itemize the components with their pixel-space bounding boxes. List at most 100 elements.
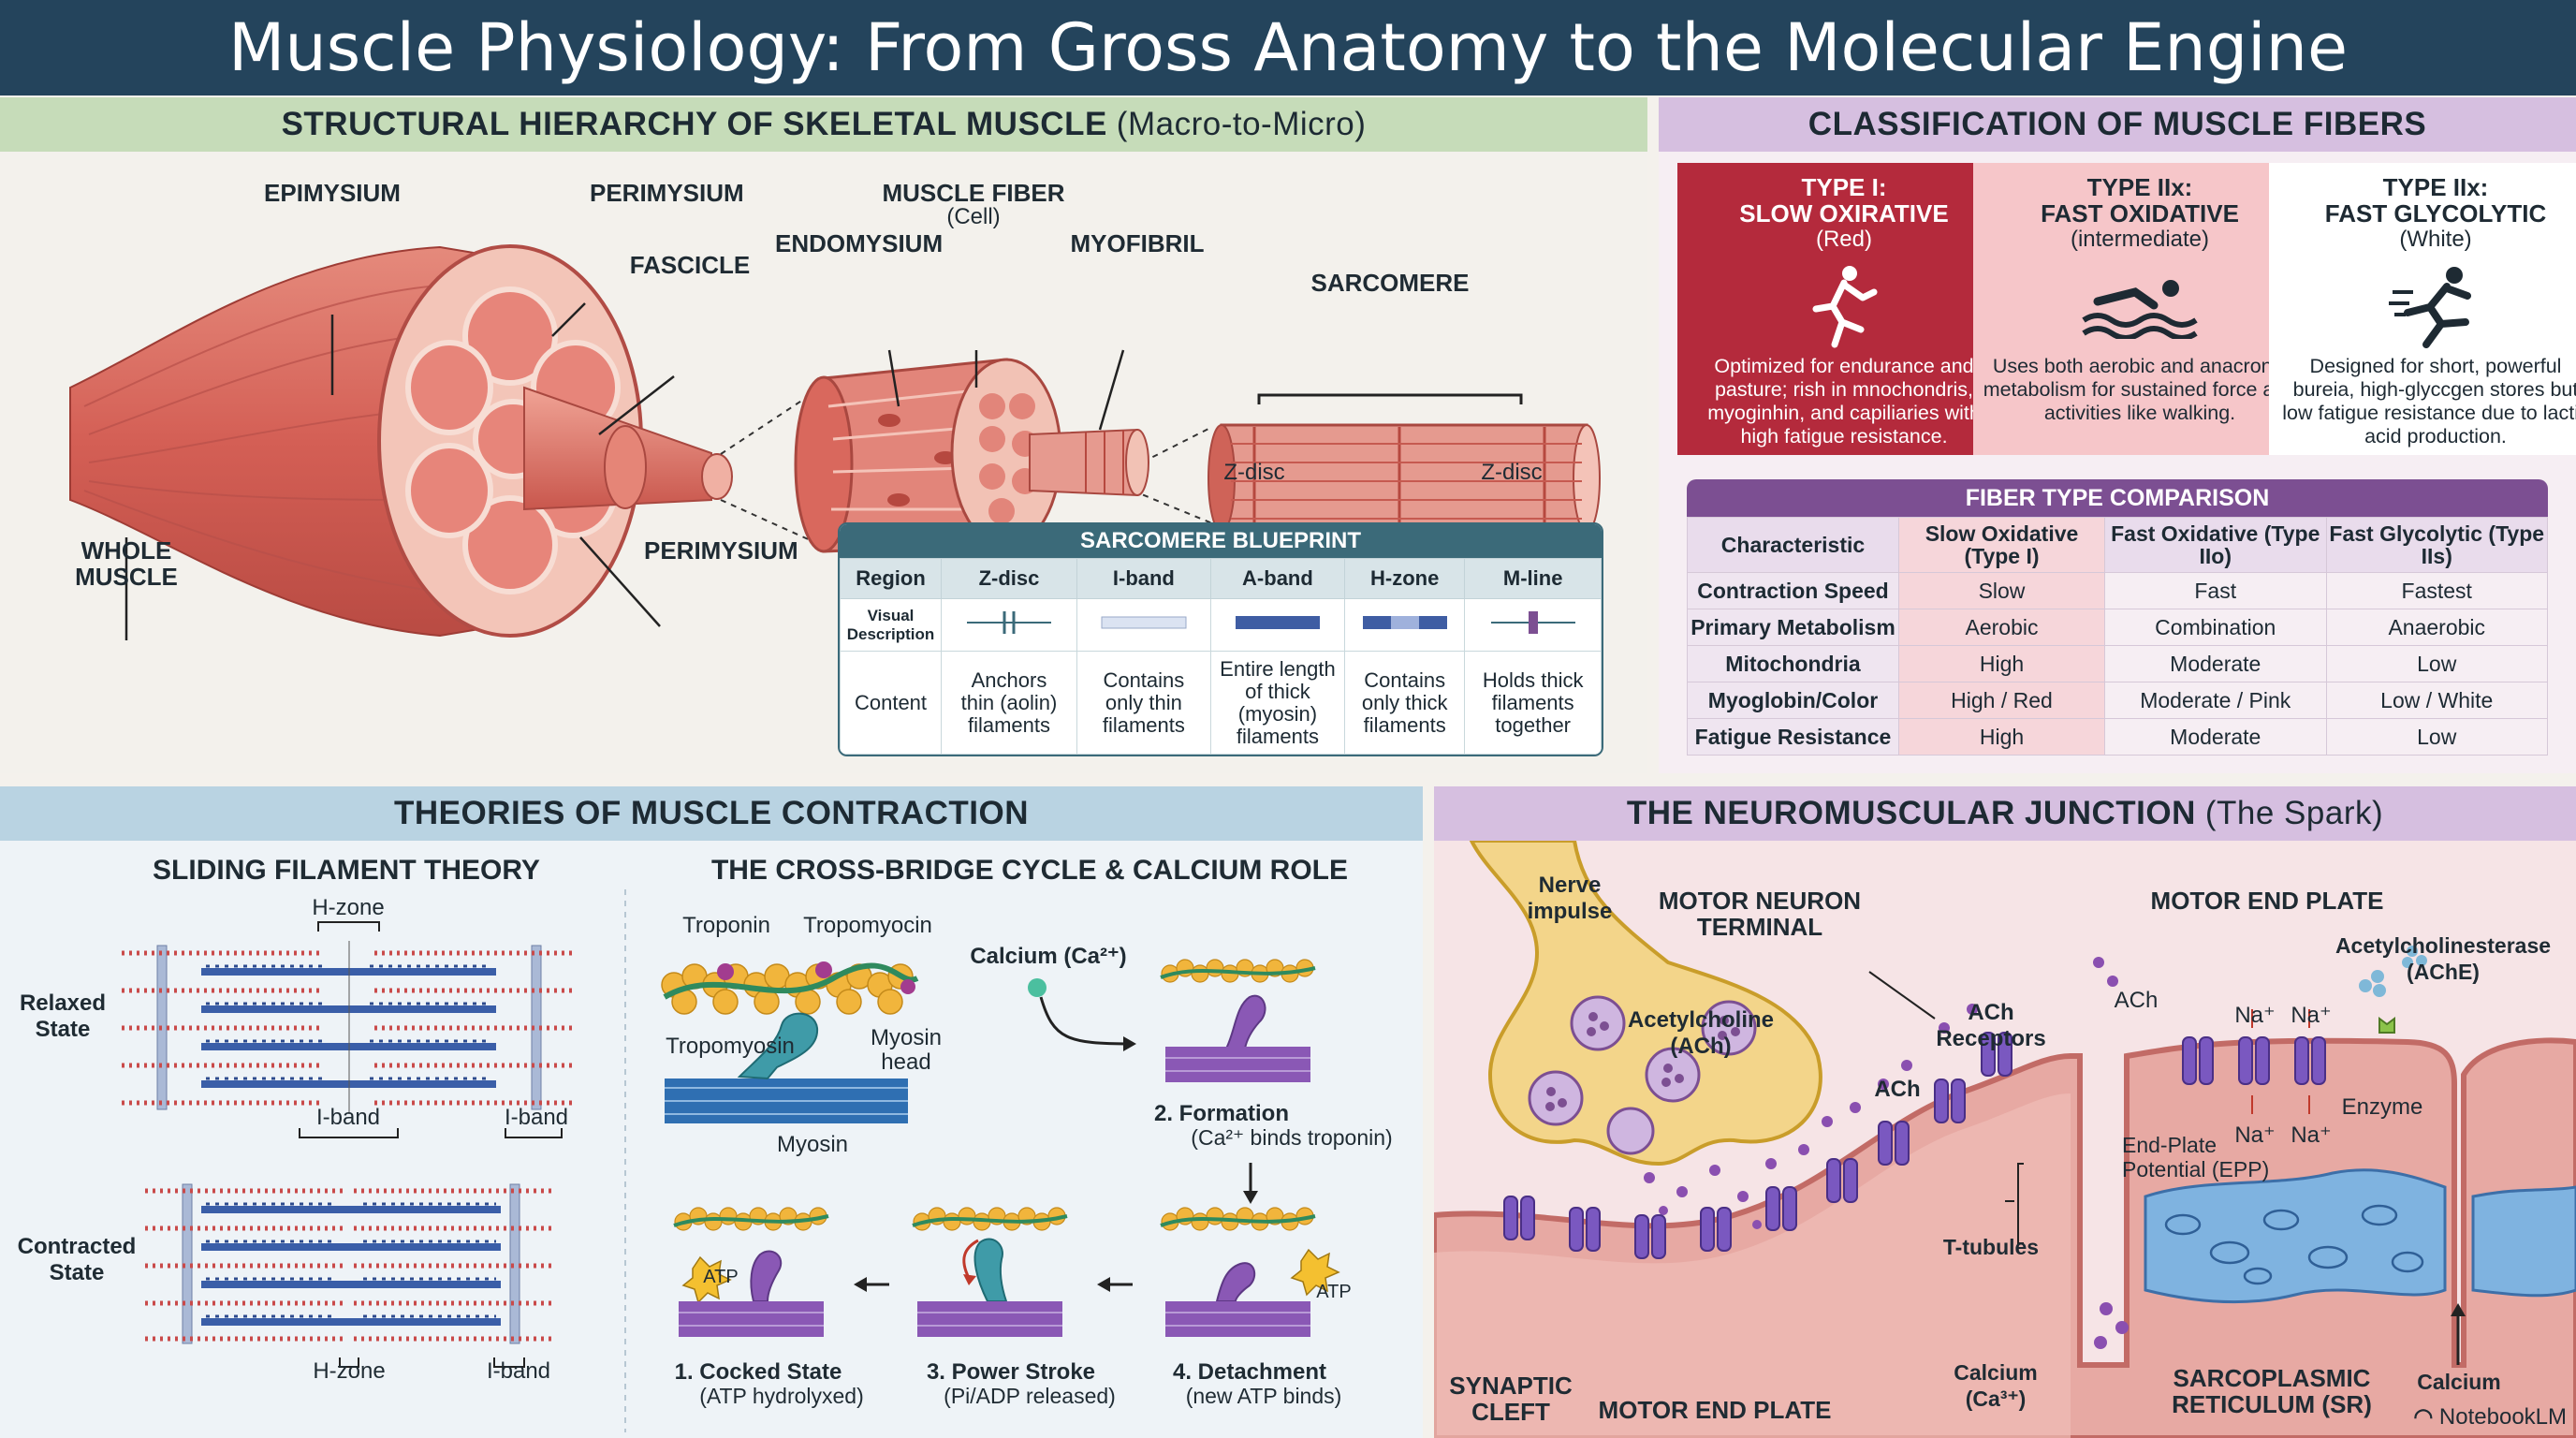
t-tubules-label: T-tubules: [1942, 1235, 2040, 1259]
acetylcholinesterase-label: Acetylcholinesterase (AChE): [2334, 933, 2552, 984]
ach-molecules: [1644, 957, 2118, 1229]
troponin-label: Troponin: [682, 913, 770, 938]
classification-panel: CLASSIFICATION OF MUSCLE FIBERS TYPE I: …: [1659, 97, 2576, 773]
blueprint-content-cell: Entire length of thick (myosin) filament…: [1209, 651, 1346, 755]
step-detachment-sub: (new ATP binds): [1185, 1384, 1342, 1408]
atp-label-cocked: ATP: [703, 1267, 739, 1287]
comparison-header-row: Characteristic Slow Oxidative (Type I) F…: [1687, 517, 2548, 573]
step-formation: [1160, 959, 1316, 1082]
sliding-filament-illustration: [122, 889, 626, 1432]
sr-label: SARCOPLASMIC RETICULUM (SR): [2172, 1364, 2372, 1418]
contracted-sarcomere: [145, 1183, 552, 1368]
swimmer-icon: [1973, 264, 2306, 348]
iband-left-label: I-band: [315, 1105, 381, 1130]
ach-label: ACh: [1874, 1077, 1921, 1102]
calcium-right-label: Calcium: [2417, 1370, 2501, 1394]
motor-end-plate-top-label: MOTOR END PLATE: [2150, 887, 2384, 915]
relaxed-state-label: Relaxed State: [19, 990, 107, 1042]
hzone-visual: [1344, 598, 1466, 652]
zdisc-visual: [941, 598, 1077, 652]
structural-heading: STRUCTURAL HIERARCHY OF SKELETAL MUSCLE(…: [0, 97, 1647, 152]
actin-filament-main: [661, 961, 919, 1015]
muscle-fiber-label: MUSCLE FIBER: [882, 179, 1065, 207]
blueprint-visual-row: Visual Description: [840, 598, 1602, 652]
tropomyosin-label: Tropomyosin: [666, 1034, 795, 1059]
sarcomere-label: SARCOMERE: [1310, 269, 1470, 297]
calcium-label: Calcium (Ca²⁺): [970, 944, 1127, 969]
tropomyocin-label: Tropomyocin: [803, 913, 932, 938]
nerve-impulse-label: Nerve impulse: [1527, 873, 1613, 924]
myosin-head-label: Myosin head: [870, 1025, 943, 1075]
iband-visual: [1076, 598, 1211, 652]
iband-bottom-label: I-band: [486, 1358, 551, 1384]
structural-panel: STRUCTURAL HIERARCHY OF SKELETAL MUSCLE(…: [0, 97, 1647, 773]
blueprint-content-row: Content Anchors thin (aolin) filaments C…: [840, 651, 1602, 755]
blueprint-header: A-band: [1209, 558, 1346, 599]
fascicle-label: FASCICLE: [629, 251, 751, 279]
endomysium-label: ENDOMYSIUM: [775, 229, 944, 257]
theories-heading: THEORIES OF MUSCLE CONTRACTION: [0, 786, 1423, 841]
fiber-card-type2a: TYPE IIx: FAST OXIDATIVE (intermediate) …: [1973, 163, 2306, 455]
step-cocked-title: 1. Cocked State: [674, 1359, 842, 1385]
epp-label: End-Plate Potential (EPP): [2122, 1133, 2270, 1181]
page-title: Muscle Physiology: From Gross Anatomy to…: [0, 0, 2576, 95]
fiber-card-type2x: TYPE IIx: FAST GLYCOLYTIC (White) Design…: [2269, 163, 2576, 455]
sliding-filament-title: SLIDING FILAMENT THEORY: [153, 855, 540, 886]
blueprint-header: Z-disc: [941, 558, 1077, 599]
calcium-ion: [1028, 978, 1046, 997]
blueprint-content-cell: Holds thick filaments together: [1464, 651, 1602, 755]
epimysium-label: EPIMYSIUM: [264, 179, 401, 207]
fiber-comparison-table: FIBER TYPE COMPARISON Characteristic Slo…: [1687, 479, 2548, 756]
blueprint-content-label: Content: [840, 651, 942, 755]
step-detachment-title: 4. Detachment: [1172, 1359, 1327, 1385]
nmj-heading: THE NEUROMUSCULAR JUNCTION(The Spark): [1434, 786, 2576, 841]
atp-label-detachment: ATP: [1316, 1282, 1352, 1302]
whole-muscle-label: WHOLE MUSCLE: [75, 536, 178, 591]
blueprint-content-cell: Contains only thick filaments: [1344, 651, 1466, 755]
crossbridge-title: THE CROSS-BRIDGE CYCLE & CALCIUM ROLE: [710, 855, 1348, 886]
hzone-top-label: H-zone: [312, 895, 385, 920]
myofibril-shape: [1029, 428, 1138, 497]
ach-top-label: ACh: [2114, 988, 2159, 1013]
step-cocked: [673, 1207, 829, 1337]
na-label-2: Na⁺: [2291, 1003, 2332, 1028]
classification-heading: CLASSIFICATION OF MUSCLE FIBERS: [1659, 97, 2576, 152]
calcium-left-label: Calcium (Ca³⁺): [1954, 1360, 2038, 1411]
mline-visual: [1464, 598, 1602, 652]
zdisc-right-label: Z-disc: [1481, 460, 1543, 485]
myosin-label: Myosin: [776, 1132, 849, 1157]
blueprint-header: H-zone: [1344, 558, 1466, 599]
theories-panel: THEORIES OF MUSCLE CONTRACTION SLIDING F…: [0, 786, 1423, 1438]
motor-neuron-terminal-label: MOTOR NEURON TERMINAL: [1658, 887, 1862, 941]
sarcoplasmic-reticulum: [2144, 1168, 2447, 1304]
blueprint-title: SARCOMERE BLUEPRINT: [840, 524, 1602, 558]
ach-receptor-channels: [1503, 1032, 2326, 1259]
blueprint-header-row: Region Z-disc I-band A-band H-zone M-lin…: [840, 558, 1602, 599]
brand-logo: ◠ NotebookLM: [2413, 1404, 2567, 1430]
step-power-sub: (Pi/ADP released): [944, 1384, 1116, 1408]
perimysium-bottom-label: PERIMYSIUM: [644, 536, 798, 565]
motor-end-plate-bottom-label: MOTOR END PLATE: [1598, 1396, 1832, 1424]
comparison-header: Fast Glycolytic (Type IIs): [2325, 517, 2548, 573]
synaptic-vesicles: [1528, 995, 1757, 1155]
muscle-anatomy-illustration: [69, 244, 1601, 640]
step-formation-title: 2. Formation: [1153, 1101, 1289, 1126]
acetylcholine-label: Acetylcholine (ACh): [1627, 1007, 1775, 1059]
blueprint-header: Region: [840, 558, 942, 599]
myosin-head-main: [737, 1012, 819, 1080]
hzone-bottom-label: H-zone: [313, 1358, 386, 1384]
enzyme-label: Enzyme: [2341, 1094, 2423, 1120]
blueprint-content-cell: Anchors thin (aolin) filaments: [941, 651, 1077, 755]
fiber-card-type1: TYPE I: SLOW OXIRATIVE (Red) Optimized f…: [1677, 163, 2011, 455]
nmj-illustration: [1434, 841, 2576, 1438]
blueprint-visual-label: Visual Description: [840, 598, 942, 652]
crossbridge-illustration: [661, 959, 1340, 1337]
brand-icon: ◠: [2413, 1404, 2439, 1430]
runner-icon: [1677, 264, 2011, 348]
step-formation-sub: (Ca²⁺ binds troponin): [1191, 1125, 1393, 1150]
iband-right-label: I-band: [504, 1105, 569, 1130]
